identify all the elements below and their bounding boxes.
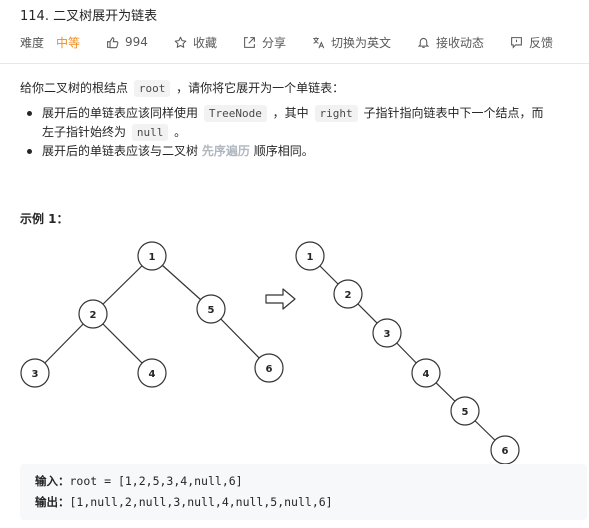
svg-text:4: 4 bbox=[149, 369, 156, 380]
code-treenode: TreeNode bbox=[203, 105, 267, 122]
bullet1-text-c: 子指针指向链表中下一个结点，而 bbox=[363, 106, 544, 120]
like-button[interactable]: 994 bbox=[106, 35, 148, 49]
bullet1-text-a: 展开后的单链表应该同样使用 bbox=[42, 106, 199, 120]
translate-icon bbox=[313, 36, 325, 48]
svg-text:3: 3 bbox=[384, 329, 391, 340]
intro-text-prefix: 给你二叉树的根结点 bbox=[20, 81, 129, 95]
example-title: 示例 1： bbox=[20, 212, 69, 226]
feedback-icon bbox=[511, 36, 522, 49]
problem-title: 114. 二叉树展开为链表 bbox=[20, 9, 158, 24]
difficulty-badge: 中等 bbox=[56, 35, 81, 50]
svg-text:2: 2 bbox=[345, 290, 352, 301]
list-item: 展开后的单链表应该同样使用 TreeNode ，其中 right 子指针指向链表… bbox=[20, 104, 585, 142]
favorite-label: 收藏 bbox=[192, 35, 217, 50]
list-node: 4 bbox=[411, 358, 441, 388]
share-label: 分享 bbox=[261, 35, 286, 50]
svg-text:6: 6 bbox=[502, 446, 509, 457]
list-node: 2 bbox=[333, 279, 363, 309]
output-label: 输出： bbox=[35, 495, 70, 509]
list-node: 3 bbox=[372, 318, 402, 348]
bullet1-text-b: ，其中 bbox=[272, 106, 309, 120]
arrow-right-icon bbox=[265, 288, 296, 310]
bullet2-text-b: 顺序相同。 bbox=[253, 144, 314, 158]
feedback-label: 反馈 bbox=[529, 35, 554, 50]
svg-text:1: 1 bbox=[307, 252, 314, 263]
tree-node: 5 bbox=[196, 294, 226, 324]
share-button[interactable]: 分享 bbox=[243, 34, 286, 51]
difficulty-label: 难度 bbox=[20, 35, 45, 50]
input-label: 输入： bbox=[35, 474, 70, 488]
input-value: root = [1,2,5,3,4,null,6] bbox=[69, 474, 243, 488]
tree-node: 4 bbox=[137, 358, 167, 388]
translate-label: 切换为英文 bbox=[330, 35, 391, 50]
star-icon bbox=[174, 36, 187, 48]
bullet2-text-a: 展开后的单链表应该与二叉树 bbox=[42, 144, 199, 158]
svg-text:2: 2 bbox=[90, 310, 97, 321]
example-io-block: 输入：root = [1,2,5,3,4,null,6] 输出：[1,null,… bbox=[20, 464, 587, 520]
output-line: 输出：[1,null,2,null,3,null,4,null,5,null,6… bbox=[35, 494, 333, 510]
svg-text:5: 5 bbox=[208, 305, 215, 316]
input-line: 输入：root = [1,2,5,3,4,null,6] bbox=[35, 473, 243, 489]
preorder-link[interactable]: 先序遍历 bbox=[201, 144, 250, 158]
example-illustration: 1 2 5 3 4 6 1 2 3 4 5 6 bbox=[20, 241, 520, 465]
subscribe-button[interactable]: 接收动态 bbox=[417, 34, 484, 51]
output-value: [1,null,2,null,3,null,4,null,5,null,6] bbox=[69, 495, 333, 509]
svg-text:5: 5 bbox=[462, 407, 469, 418]
problem-intro: 给你二叉树的根结点 root ，请你将它展开为一个单链表： bbox=[20, 79, 345, 97]
code-null: null bbox=[131, 124, 169, 141]
bullet1-text-e: 。 bbox=[174, 125, 187, 139]
list-node: 1 bbox=[295, 241, 325, 271]
tree-node: 6 bbox=[254, 353, 284, 383]
svg-text:1: 1 bbox=[149, 252, 156, 263]
tree-node: 2 bbox=[78, 299, 108, 329]
svg-text:4: 4 bbox=[423, 369, 430, 380]
feedback-button[interactable]: 反馈 bbox=[510, 34, 553, 51]
bell-icon bbox=[417, 37, 430, 48]
list-item: 展开后的单链表应该与二叉树 先序遍历 顺序相同。 bbox=[20, 142, 585, 161]
bullet1-text-d: 左子指针始终为 bbox=[42, 125, 127, 139]
favorite-button[interactable]: 收藏 bbox=[174, 34, 217, 51]
list-node: 5 bbox=[450, 396, 480, 426]
svg-text:6: 6 bbox=[266, 364, 273, 375]
translate-button[interactable]: 切换为英文 bbox=[312, 34, 391, 51]
tree-node: 1 bbox=[137, 241, 167, 271]
subscribe-label: 接收动态 bbox=[435, 35, 484, 50]
intro-code-root: root bbox=[133, 80, 171, 97]
intro-text-suffix: ，请你将它展开为一个单链表： bbox=[176, 81, 345, 95]
requirements-list: 展开后的单链表应该同样使用 TreeNode ，其中 right 子指针指向链表… bbox=[20, 104, 585, 161]
tree-node: 3 bbox=[20, 358, 50, 388]
thumbs-up-icon bbox=[107, 36, 119, 48]
like-count: 994 bbox=[125, 35, 148, 49]
share-icon bbox=[244, 36, 255, 48]
problem-toolbar: 难度 中等 994 收藏 分享 切换为英文 接收动态 反馈 bbox=[20, 33, 579, 51]
header-divider bbox=[0, 63, 589, 64]
code-right: right bbox=[314, 105, 358, 122]
svg-text:3: 3 bbox=[32, 369, 39, 380]
list-node: 6 bbox=[490, 435, 520, 465]
